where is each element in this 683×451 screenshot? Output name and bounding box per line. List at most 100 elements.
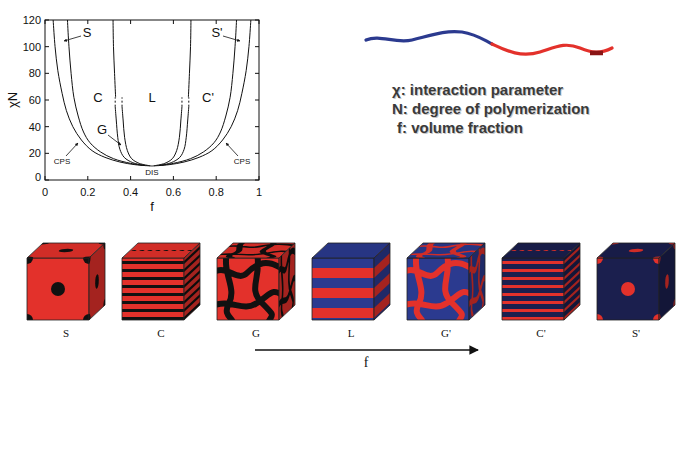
cylinder <box>122 301 184 304</box>
tick <box>255 100 259 101</box>
face-outline <box>564 243 580 320</box>
sphere <box>27 314 33 320</box>
axis-label: f <box>364 355 369 370</box>
phase-label: L <box>148 91 155 105</box>
axis-title: χN <box>6 92 20 108</box>
phase-label: S <box>83 26 92 40</box>
tick <box>173 20 174 24</box>
axis-title: f <box>150 200 154 214</box>
cylinder <box>122 261 184 264</box>
phase-boundary <box>115 107 143 166</box>
right-face <box>184 243 200 320</box>
tick-label: 60 <box>29 94 41 106</box>
face-ground <box>312 258 374 320</box>
face-ground <box>89 243 105 320</box>
front-face <box>502 258 564 320</box>
cylinder <box>122 293 184 296</box>
pointer-arrow <box>223 36 240 41</box>
face-outline <box>469 243 485 320</box>
sphere <box>51 282 65 296</box>
front-face <box>591 252 665 326</box>
right-face <box>278 237 297 326</box>
cylinder <box>122 269 184 272</box>
face-shade <box>89 243 105 320</box>
tick-label: 40 <box>29 121 41 133</box>
cube-face <box>407 258 469 320</box>
front-face <box>402 253 474 325</box>
tick-label: 0.4 <box>123 186 138 198</box>
face-ground <box>374 243 390 320</box>
parameter-note: χ: interaction parameter <box>392 82 563 99</box>
face-outline <box>184 243 200 320</box>
face-ground <box>184 243 200 320</box>
morphology-label: C' <box>536 327 545 339</box>
morphology-cube <box>401 237 492 326</box>
face-shade <box>279 243 295 320</box>
face-ground <box>597 258 659 320</box>
tick <box>255 73 259 74</box>
morphology-cube <box>211 237 302 326</box>
tick-label: 120 <box>23 14 41 26</box>
sphere <box>621 282 635 296</box>
cylinder <box>502 309 564 312</box>
tick <box>45 180 49 181</box>
cube-face <box>217 258 279 320</box>
face-shade <box>564 243 580 320</box>
phase-label: C' <box>202 91 214 105</box>
face-shade <box>374 243 390 320</box>
face-outline <box>374 243 390 320</box>
sphere <box>597 258 603 264</box>
face-outline <box>312 258 374 320</box>
cube-face <box>564 243 580 320</box>
phase-label: C <box>93 91 102 105</box>
phase-label: DIS <box>145 169 158 178</box>
phase-boundary <box>161 107 189 166</box>
phase-label: CPS <box>54 158 70 167</box>
cylinder <box>502 317 564 320</box>
morphology-cube <box>122 243 201 320</box>
tick <box>259 20 260 24</box>
face-outline <box>122 258 184 320</box>
face-outline <box>279 243 295 320</box>
cylinder <box>502 269 564 272</box>
phase-label: S' <box>211 26 222 40</box>
tick <box>255 180 259 181</box>
face-outline <box>217 258 279 320</box>
face-ground <box>469 243 485 320</box>
face-ground <box>122 258 184 320</box>
parameter-note: N: degree of polymerization <box>392 101 590 118</box>
tick-label: 1 <box>256 186 262 198</box>
block-copolymer-chain <box>366 32 612 55</box>
tick-label: 0.6 <box>166 186 181 198</box>
cylinder <box>122 309 184 312</box>
cylinder <box>502 261 564 264</box>
sphere <box>83 314 89 320</box>
sphere <box>653 258 659 264</box>
sphere <box>653 314 659 320</box>
cube-face <box>184 243 200 320</box>
phase-boundary <box>181 97 182 106</box>
pointer-arrow <box>64 36 81 41</box>
phase-boundary <box>67 20 145 166</box>
cylinder <box>502 293 564 296</box>
face-shade <box>184 243 200 320</box>
tick <box>255 126 259 127</box>
face-outline <box>27 258 89 320</box>
tick <box>255 153 259 154</box>
face-ground <box>659 243 675 320</box>
cylinder <box>502 285 564 288</box>
cylinder <box>502 277 564 280</box>
tick-label: 0.8 <box>209 186 224 198</box>
morphology-cube <box>19 236 112 328</box>
tick-label: 20 <box>29 147 41 159</box>
right-face <box>374 243 390 328</box>
lamella <box>312 278 374 288</box>
morphology-label: G <box>252 327 260 339</box>
front-face <box>312 258 374 328</box>
tick <box>45 20 49 21</box>
tick <box>45 46 49 47</box>
composition-arrow <box>255 349 478 351</box>
tick <box>216 20 217 24</box>
tick <box>45 176 46 180</box>
front-face <box>122 258 184 320</box>
